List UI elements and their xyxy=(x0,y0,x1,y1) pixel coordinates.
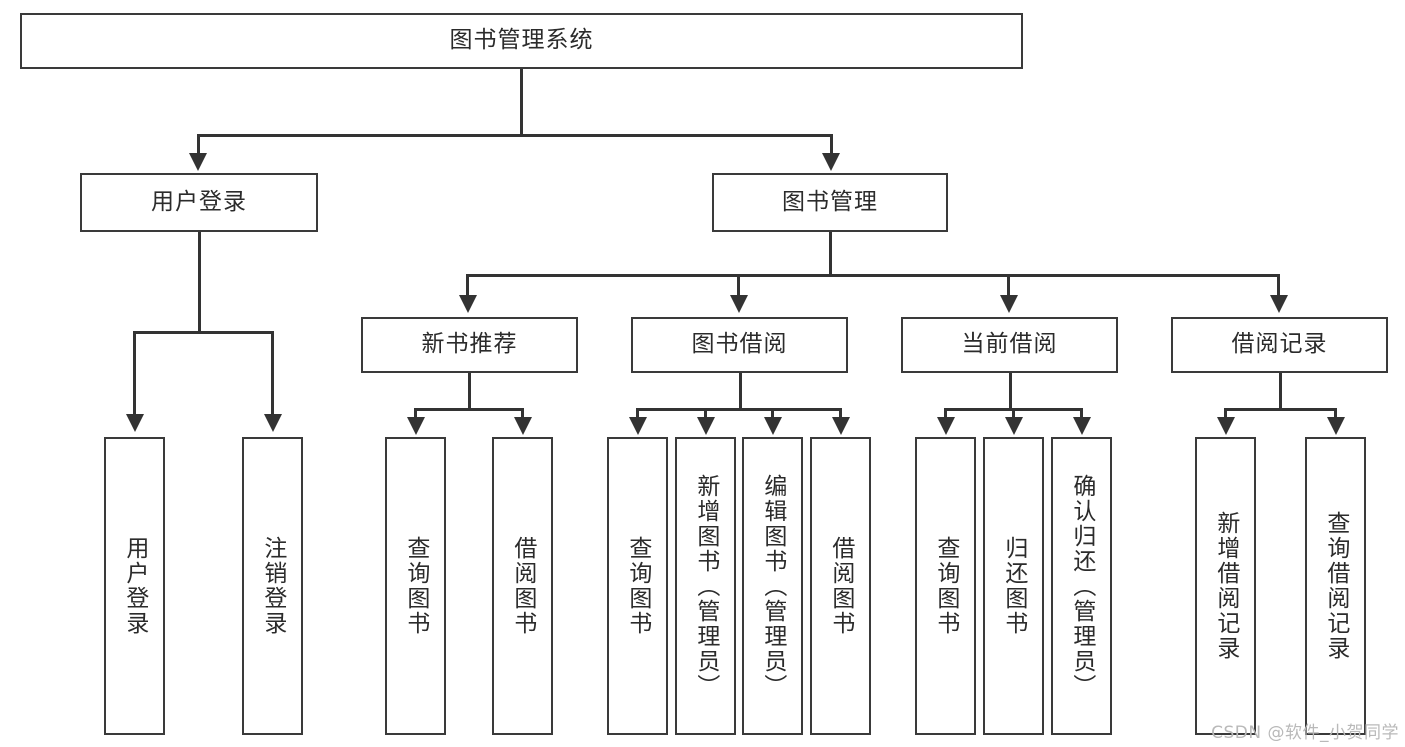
edge-records-trunk xyxy=(1279,373,1282,410)
leaf-current-1[interactable]: 归还图书 xyxy=(983,437,1044,735)
node-label: 确认归还（管理员） xyxy=(1068,473,1095,699)
edge-root-trunk xyxy=(520,69,523,136)
edge-book-mgmt-child-3 xyxy=(1277,274,1280,298)
arrow-new-book-child-0 xyxy=(407,417,425,435)
arrow-to-user-login xyxy=(189,153,207,171)
leaf-borrow-1[interactable]: 新增图书（管理员） xyxy=(675,437,736,735)
arrow-book-mgmt-child-2 xyxy=(1000,295,1018,313)
arrow-borrow-child-1 xyxy=(697,417,715,435)
edge-to-user-login xyxy=(197,134,200,156)
node-book-borrow[interactable]: 图书借阅 xyxy=(631,317,848,373)
node-label: 归还图书 xyxy=(1000,536,1027,636)
arrow-borrow-child-0 xyxy=(629,417,647,435)
edge-book-mgmt-child-2 xyxy=(1007,274,1010,298)
node-label: 借阅图书 xyxy=(827,536,854,636)
edge-user-login-child-0 xyxy=(133,331,136,418)
node-label: 查询借阅记录 xyxy=(1322,511,1349,661)
leaf-borrow-3[interactable]: 借阅图书 xyxy=(810,437,871,735)
edge-user-login-child-1 xyxy=(271,331,274,418)
arrow-borrow-child-2 xyxy=(764,417,782,435)
node-user-login[interactable]: 用户登录 xyxy=(80,173,318,232)
leaf-user-login-0[interactable]: 用户登录 xyxy=(104,437,165,735)
arrow-current-child-2 xyxy=(1073,417,1091,435)
watermark-text: CSDN @软件_小贺同学 xyxy=(1211,723,1399,743)
node-borrow-records[interactable]: 借阅记录 xyxy=(1171,317,1388,373)
edge-records-child-0 xyxy=(1224,408,1227,420)
arrow-to-book-mgmt xyxy=(822,153,840,171)
edge-root-bar xyxy=(197,134,833,137)
edge-user-login-bar xyxy=(133,331,273,334)
node-label: 编辑图书（管理员） xyxy=(759,473,786,699)
leaf-borrow-0[interactable]: 查询图书 xyxy=(607,437,668,735)
node-label: 查询图书 xyxy=(402,536,429,636)
edge-borrow-child-1 xyxy=(704,408,707,420)
node-root-system[interactable]: 图书管理系统 xyxy=(20,13,1023,69)
arrow-user-login-child-0 xyxy=(126,414,144,432)
node-label: 查询图书 xyxy=(624,536,651,636)
edge-to-book-mgmt xyxy=(830,134,833,156)
arrow-book-mgmt-child-3 xyxy=(1270,295,1288,313)
leaf-records-0[interactable]: 新增借阅记录 xyxy=(1195,437,1256,735)
edge-current-child-1 xyxy=(1012,408,1015,420)
node-label: 图书借阅 xyxy=(691,331,788,358)
edge-borrow-trunk xyxy=(739,373,742,410)
edge-book-mgmt-trunk xyxy=(829,232,832,276)
node-label: 注销登录 xyxy=(259,536,286,636)
node-label: 借阅记录 xyxy=(1231,331,1328,358)
arrow-current-child-0 xyxy=(937,417,955,435)
edge-borrow-child-3 xyxy=(839,408,842,420)
edge-new-book-bar xyxy=(414,408,523,411)
node-current-borrow[interactable]: 当前借阅 xyxy=(901,317,1118,373)
edge-new-book-trunk xyxy=(468,373,471,410)
node-label: 当前借阅 xyxy=(961,331,1058,358)
leaf-user-login-1[interactable]: 注销登录 xyxy=(242,437,303,735)
node-label: 新增借阅记录 xyxy=(1212,511,1239,661)
edge-book-mgmt-child-1 xyxy=(737,274,740,298)
node-label: 新书推荐 xyxy=(421,331,518,358)
leaf-current-0[interactable]: 查询图书 xyxy=(915,437,976,735)
edge-current-child-2 xyxy=(1080,408,1083,420)
node-label: 图书管理系统 xyxy=(449,27,594,54)
edge-new-book-child-1 xyxy=(521,408,524,420)
node-label: 查询图书 xyxy=(932,536,959,636)
edge-user-login-trunk xyxy=(198,232,201,333)
node-book-management[interactable]: 图书管理 xyxy=(712,173,948,232)
arrow-user-login-child-1 xyxy=(264,414,282,432)
edge-records-child-1 xyxy=(1334,408,1337,420)
arrow-borrow-child-3 xyxy=(832,417,850,435)
edge-borrow-child-0 xyxy=(636,408,639,420)
node-label: 用户登录 xyxy=(151,188,247,215)
arrow-records-child-0 xyxy=(1217,417,1235,435)
arrow-current-child-1 xyxy=(1005,417,1023,435)
edge-book-mgmt-child-0 xyxy=(466,274,469,298)
edge-current-trunk xyxy=(1009,373,1012,410)
leaf-new-book-0[interactable]: 查询图书 xyxy=(385,437,446,735)
edge-borrow-bar xyxy=(636,408,842,411)
edge-borrow-child-2 xyxy=(771,408,774,420)
arrow-records-child-1 xyxy=(1327,417,1345,435)
leaf-new-book-1[interactable]: 借阅图书 xyxy=(492,437,553,735)
node-label: 新增图书（管理员） xyxy=(692,473,719,699)
arrow-new-book-child-1 xyxy=(514,417,532,435)
leaf-records-1[interactable]: 查询借阅记录 xyxy=(1305,437,1366,735)
edge-book-mgmt-bar xyxy=(466,274,1280,277)
leaf-borrow-2[interactable]: 编辑图书（管理员） xyxy=(742,437,803,735)
arrow-book-mgmt-child-0 xyxy=(459,295,477,313)
node-label: 用户登录 xyxy=(121,536,148,636)
node-label: 借阅图书 xyxy=(509,536,536,636)
node-label: 图书管理 xyxy=(782,188,878,215)
edge-records-bar xyxy=(1224,408,1336,411)
leaf-current-2[interactable]: 确认归还（管理员） xyxy=(1051,437,1112,735)
arrow-book-mgmt-child-1 xyxy=(730,295,748,313)
edge-new-book-child-0 xyxy=(414,408,417,420)
node-new-book-recommend[interactable]: 新书推荐 xyxy=(361,317,578,373)
edge-current-child-0 xyxy=(944,408,947,420)
